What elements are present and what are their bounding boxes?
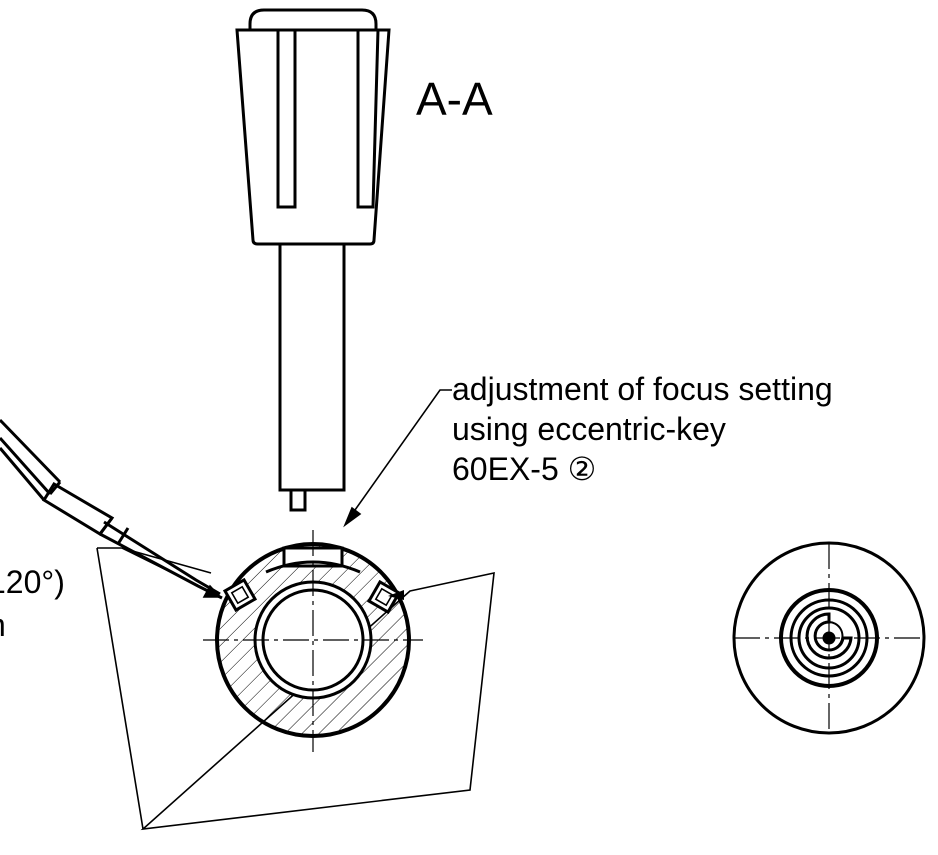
knob-body — [235, 28, 391, 246]
left-note-line-2: n — [0, 609, 6, 641]
left-note-line-1: 120°) — [0, 564, 65, 600]
end-view — [732, 541, 926, 735]
set-screw-left — [222, 577, 258, 613]
left-note-leader — [121, 547, 222, 598]
knob-groove-left — [276, 30, 297, 209]
callout-line-2: using eccentric-key — [452, 411, 726, 447]
callout-line-3: 60EX-5 ② — [452, 451, 597, 487]
callout-leader — [343, 389, 452, 528]
knob-top-cap — [248, 8, 378, 30]
callout-line-1: adjustment of focus setting — [452, 371, 833, 407]
key-tip — [289, 488, 307, 512]
key-shaft — [278, 242, 346, 492]
section-label: A-A — [416, 73, 493, 125]
eccentric-key — [235, 8, 391, 512]
set-screw-right — [366, 579, 402, 615]
knob-groove-right — [356, 29, 380, 209]
lens-mount-section — [203, 530, 423, 752]
right-arrow — [388, 590, 404, 600]
